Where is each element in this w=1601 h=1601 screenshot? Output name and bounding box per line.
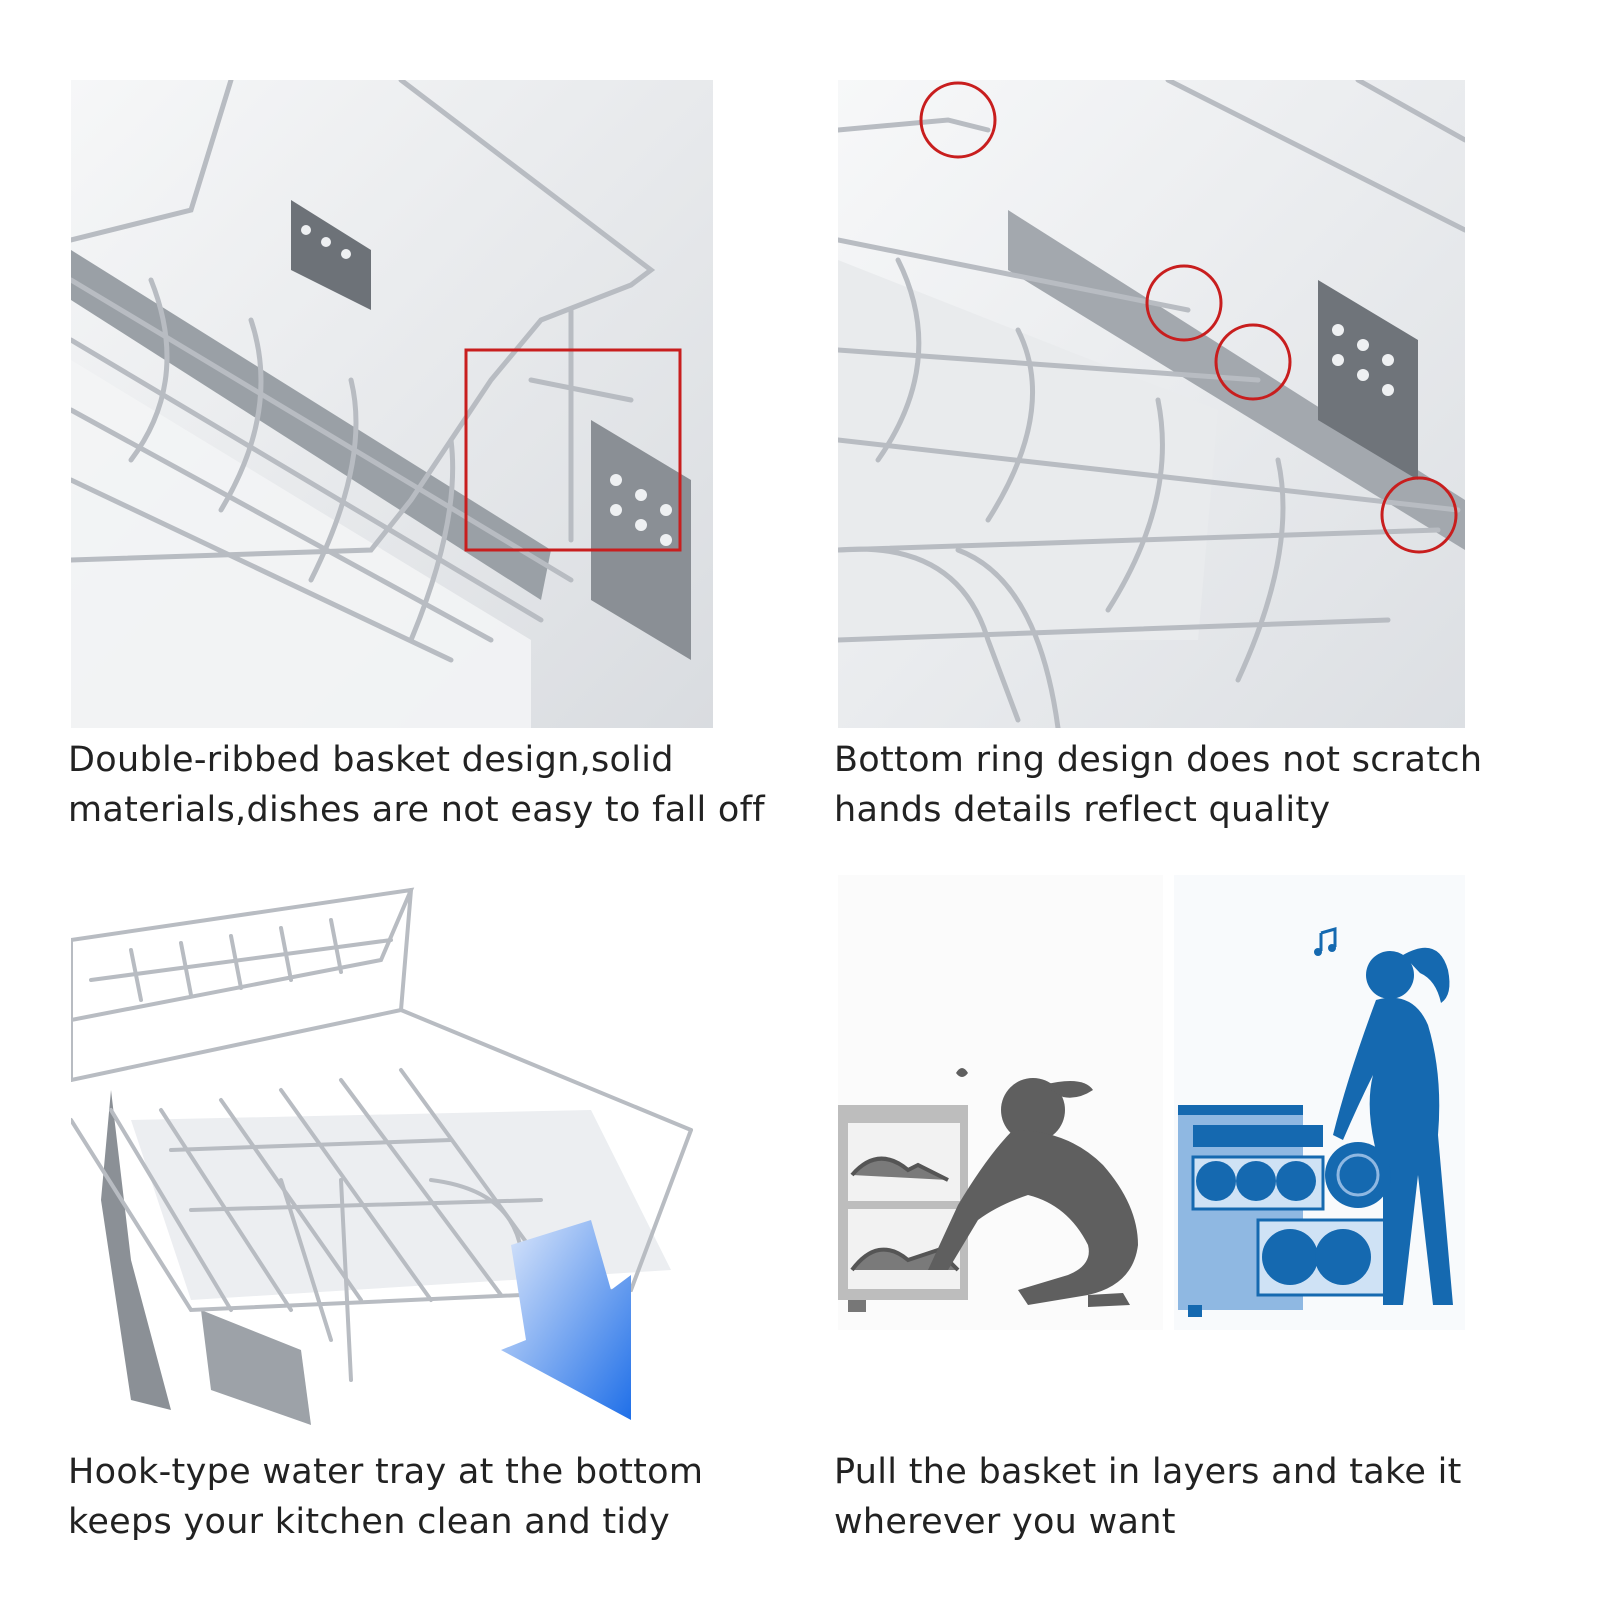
caption-line: wherever you want <box>834 1502 1176 1542</box>
photo-double-ribbed-basket <box>71 80 713 728</box>
caption-line: materials,dishes are not easy to fall of… <box>68 790 765 830</box>
highlight-square <box>464 348 682 552</box>
photo-water-tray-basket <box>71 880 699 1425</box>
caption-panel-3: Hook-type water tray at the bottom keeps… <box>68 1447 703 1547</box>
caption-line: Bottom ring design does not scratch <box>834 740 1483 780</box>
caption-line: Pull the basket in layers and take it <box>834 1452 1462 1492</box>
music-note-icon <box>1314 927 1337 956</box>
highlight-circle <box>1380 476 1458 554</box>
caption-line: Double-ribbed basket design,solid <box>68 740 674 780</box>
gray-woman-figure <box>928 1078 1138 1307</box>
caption-panel-2: Bottom ring design does not scratch hand… <box>834 735 1482 835</box>
photo-bottom-ring-detail <box>838 80 1465 728</box>
blue-arrow-icon <box>501 1220 631 1420</box>
caption-line: keeps your kitchen clean and tidy <box>68 1502 670 1542</box>
caption-line: Hook-type water tray at the bottom <box>68 1452 704 1492</box>
gray-cabinet <box>838 1105 968 1312</box>
illustration-layered-basket <box>838 875 1465 1330</box>
sweat-drop-icon <box>956 1068 968 1077</box>
blue-cabinet <box>1178 1105 1395 1317</box>
caption-panel-1: Double-ribbed basket design,solid materi… <box>68 735 765 835</box>
highlight-circle <box>1214 323 1292 401</box>
mount-plate <box>291 200 371 310</box>
highlight-circle <box>1145 264 1223 342</box>
highlight-circle <box>919 81 997 159</box>
blue-woman-figure <box>1325 947 1453 1305</box>
caption-line: hands details reflect quality <box>834 790 1331 830</box>
caption-panel-4: Pull the basket in layers and take it wh… <box>834 1447 1462 1547</box>
